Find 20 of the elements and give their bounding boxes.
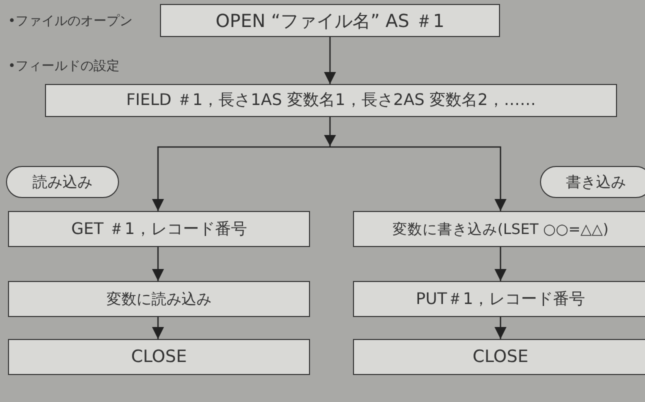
rounded-label: 読み込み	[6, 166, 119, 198]
process-box: 変数に読み込み	[8, 281, 310, 317]
process-box: CLOSE	[353, 339, 645, 375]
process-box: OPEN “ファイル名” AS ＃1	[160, 4, 500, 37]
arrow	[324, 37, 336, 84]
process-box: 変数に書き込み(LSET ○○=△△)	[353, 211, 645, 247]
process-box: CLOSE	[8, 339, 310, 375]
arrow	[152, 317, 164, 339]
process-box: PUT＃1，レコード番号	[353, 281, 645, 317]
arrow	[330, 146, 506, 211]
rounded-label: 書き込み	[540, 166, 645, 198]
step-caption: •フィールドの設定	[8, 58, 120, 75]
arrow	[152, 247, 164, 281]
step-caption: •ファイルのオープン	[8, 13, 133, 30]
arrow	[324, 117, 336, 147]
arrow	[494, 247, 506, 281]
process-box: GET ＃1，レコード番号	[8, 211, 310, 247]
process-box: FIELD ＃1，長さ1AS 変数名1，長さ2AS 変数名2，……	[45, 84, 617, 117]
arrow	[152, 146, 330, 211]
arrow	[494, 317, 506, 339]
